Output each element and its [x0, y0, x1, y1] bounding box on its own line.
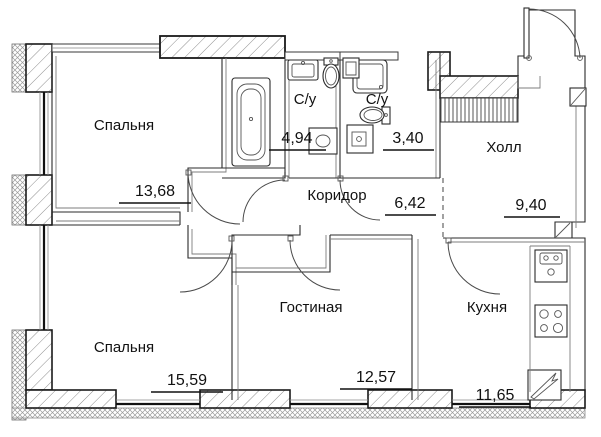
- kitchen-counter: [529, 245, 571, 392]
- door-bedroom-bottom: [179, 235, 235, 293]
- room-area-bathroom-wc: 3,40: [392, 130, 423, 147]
- partition-living-kitchen: [411, 235, 419, 400]
- room-area-bedroom-top: 13,68: [135, 183, 175, 200]
- bathtub-icon: [231, 77, 271, 167]
- door-bathroom-wc: [337, 175, 381, 221]
- room-label-bathroom-combined: С/у 4,94: [269, 91, 326, 151]
- window-left-1: [39, 92, 49, 175]
- room-area-living-room: 12,57: [356, 369, 396, 386]
- partition-hall-kitchen: [443, 237, 585, 243]
- entry-door-icon: [517, 7, 586, 89]
- partition-bedrooms: [52, 211, 180, 226]
- partition-bedroom-living: [231, 285, 239, 400]
- room-area-hall: 9,40: [515, 197, 546, 214]
- toilet-icon-2: [359, 106, 391, 125]
- exterior-wall-top: [51, 35, 399, 61]
- exterior-wall-top-right: [427, 51, 519, 123]
- room-name-bathroom-wc: С/у: [366, 91, 389, 108]
- washbasin-icon: [287, 59, 319, 81]
- room-label-corridor: Коридор 6,42: [307, 187, 436, 216]
- room-label-living-room: Гостиная 12,57: [280, 299, 412, 390]
- room-name-living-room: Гостиная: [280, 299, 343, 316]
- balcony-door-kitchen: [527, 369, 562, 401]
- door-bathroom-combined: [242, 175, 289, 223]
- room-name-bedroom-top: Спальня: [94, 117, 154, 134]
- door-kitchen: [445, 237, 501, 295]
- room-label-hall: Холл 9,40: [486, 139, 560, 218]
- room-name-kitchen: Кухня: [467, 299, 507, 316]
- room-area-corridor: 6,42: [394, 195, 425, 212]
- room-area-bathroom-combined: 4,94: [281, 130, 312, 147]
- door-living-room: [287, 235, 341, 291]
- room-name-bedroom-bottom: Спальня: [94, 339, 154, 356]
- window-bottom-1: [116, 399, 200, 406]
- exterior-wall-bottom: [11, 369, 586, 419]
- washing-machine-icon: [346, 124, 374, 154]
- room-label-bedroom-top: Спальня 13,68: [94, 117, 191, 204]
- room-area-kitchen: 11,65: [476, 387, 515, 404]
- toilet-icon-1: [322, 57, 340, 89]
- stove-four-burner-icon: [534, 304, 568, 338]
- window-bottom-2: [290, 399, 368, 406]
- room-area-bedroom-bottom: 15,59: [167, 372, 207, 389]
- window-bottom-3: [452, 399, 530, 406]
- window-left-2: [39, 225, 49, 330]
- exterior-wall-right: [554, 76, 587, 392]
- kitchen-sink-icon: [534, 249, 568, 283]
- room-name-bathroom-combined: С/у: [294, 91, 317, 108]
- room-label-kitchen: Кухня 11,65: [459, 299, 531, 408]
- room-label-bedroom-bottom: Спальня 15,59: [94, 339, 223, 393]
- exterior-wall-left: [11, 43, 53, 421]
- riser-duct-icon: [342, 57, 360, 79]
- room-name-corridor: Коридор: [307, 187, 366, 204]
- door-bedroom-top: [185, 169, 241, 225]
- room-name-hall: Холл: [486, 139, 521, 156]
- room-label-bathroom-wc: С/у 3,40: [366, 91, 434, 151]
- partition-corridor: [187, 225, 412, 285]
